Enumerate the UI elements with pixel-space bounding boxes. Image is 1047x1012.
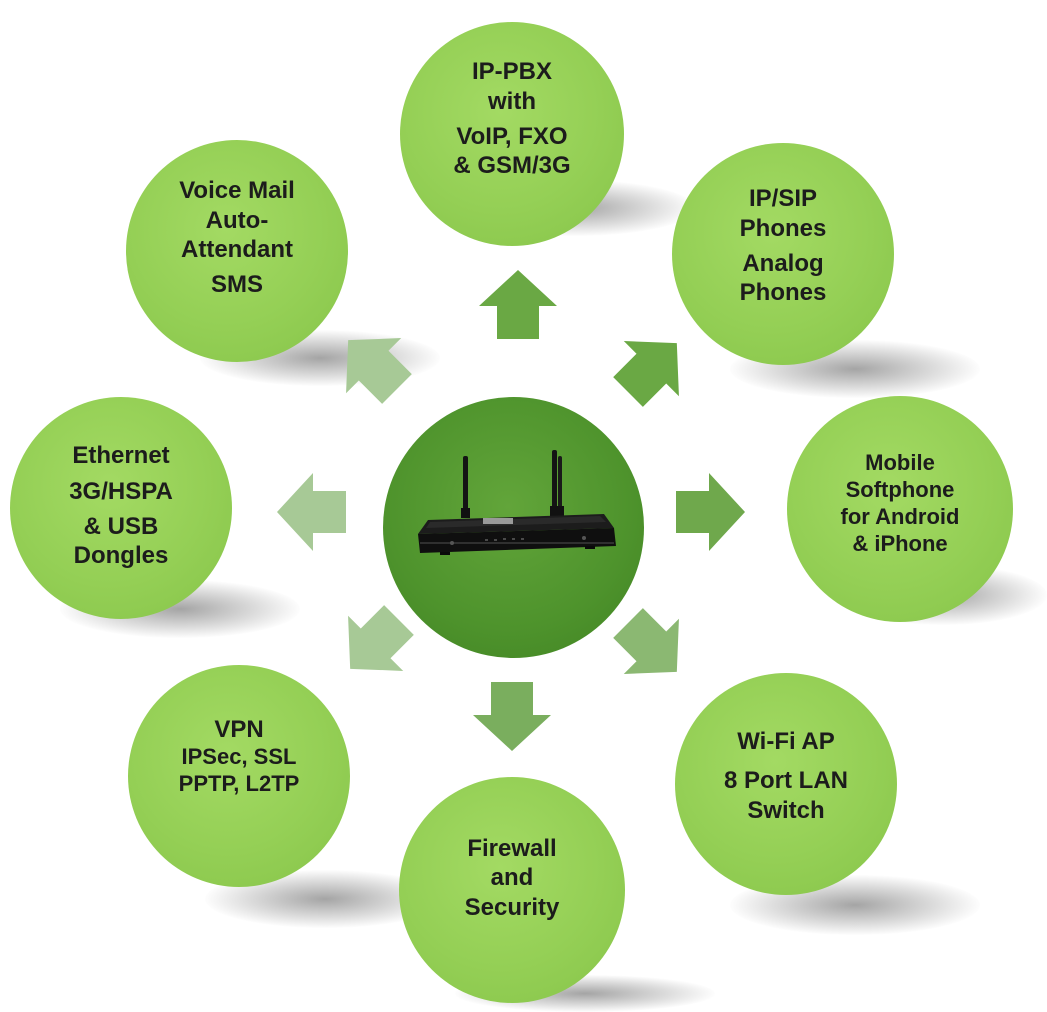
node-label: Analog: [742, 250, 824, 277]
node-label: & GSM/3G: [453, 152, 571, 180]
node-label: Security: [464, 893, 560, 921]
node-vpn: VPN IPSec, SSL PPTP, L2TP: [128, 665, 350, 887]
node-label: Switch: [747, 796, 825, 824]
node-label: IPSec, SSL: [181, 743, 297, 769]
node-label: Phones: [739, 279, 827, 307]
node-label: IP/SIP: [748, 185, 818, 213]
node-voice-mail: Voice Mail Auto- Attendant SMS: [126, 140, 348, 362]
node-label: Voice Mail: [179, 177, 295, 205]
node-label: for Android: [840, 504, 960, 529]
node-label: VPN: [214, 715, 264, 743]
node-label: and: [490, 864, 534, 892]
node-phones: IP/SIP Phones Analog Phones: [672, 143, 894, 365]
node-label: Mobile: [865, 450, 935, 476]
node-label: 3G/HSPA: [69, 477, 173, 505]
node-label: Softphone: [845, 477, 955, 503]
node-label: IP-PBX: [471, 58, 552, 86]
node-ip-pbx: IP-PBX with VoIP, FXO & GSM/3G: [400, 22, 624, 246]
node-label: with: [488, 87, 536, 115]
node-firewall: Firewall and Security: [399, 777, 625, 1003]
node-label: Auto-: [205, 206, 269, 234]
node-label: Phones: [739, 214, 827, 242]
node-label: Attendant: [181, 236, 293, 263]
node-label: Dongles: [73, 542, 169, 570]
node-wifi-lan: Wi-Fi AP 8 Port LAN Switch: [675, 673, 897, 895]
node-label: VoIP, FXO: [456, 123, 568, 150]
node-ethernet: Ethernet 3G/HSPA & USB Dongles: [10, 397, 232, 619]
node-label: 8 Port LAN: [723, 767, 848, 795]
node-label: Wi-Fi AP: [737, 728, 835, 756]
node-mobile-softphone: Mobile Softphone for Android & iPhone: [787, 396, 1013, 622]
node-label: Firewall: [467, 835, 557, 863]
node-label: & iPhone: [852, 530, 948, 556]
node-label: SMS: [210, 271, 263, 299]
node-label: Ethernet: [72, 442, 170, 470]
node-label: PPTP, L2TP: [178, 770, 300, 796]
node-label: & USB: [83, 513, 159, 540]
